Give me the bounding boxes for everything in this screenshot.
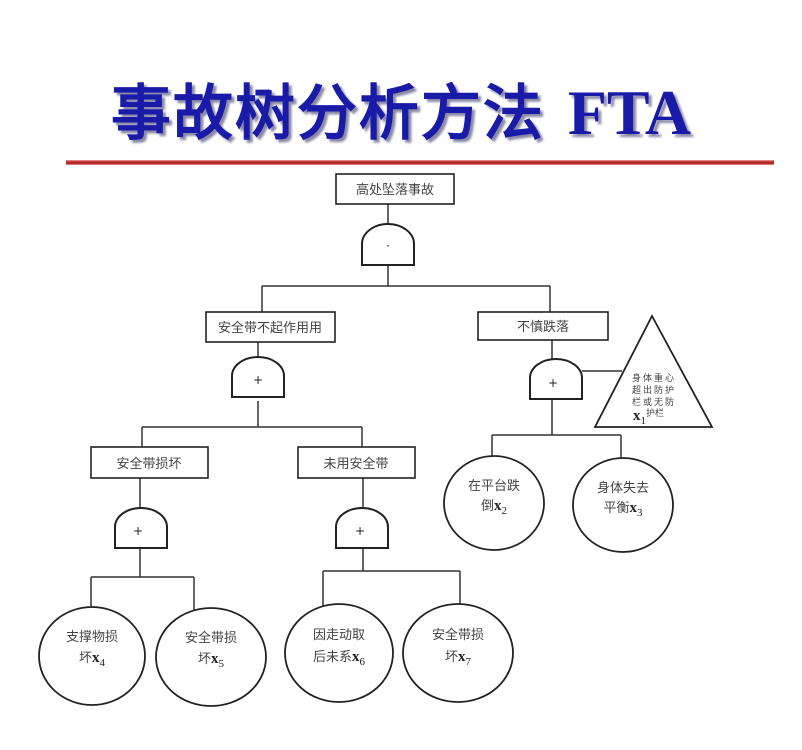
title-divider [66, 160, 774, 165]
gate-symbol: + [133, 524, 143, 538]
gate-symbol: + [548, 376, 558, 390]
page-title: 事故树分析方法 FTA [0, 77, 802, 150]
triangle-line: 身体重心 [632, 372, 676, 384]
basic-event-x7: 安全带损 坏x7 [402, 603, 514, 703]
event-line: 支撑物损 [66, 630, 118, 645]
title-abbr: FTA [567, 77, 692, 148]
or-gate-belt-unused: + [335, 507, 389, 549]
basic-event-x3: 身体失去 平衡x3 [572, 457, 674, 553]
undeveloped-event-triangle: 身体重心 超出防护 栏或无防 x1护栏 [593, 314, 714, 428]
or-gate-right: + [529, 358, 583, 400]
intermediate-event-left: 安全带不起作用用 [205, 311, 336, 343]
top-event: 高处坠落事故 [335, 173, 455, 205]
connectors [90, 204, 622, 610]
gate-symbol: + [253, 373, 263, 387]
intermediate-event-right: 不慎跌落 [477, 311, 609, 341]
event-line: 因走动取 [313, 628, 365, 643]
top-event-label: 高处坠落事故 [356, 182, 434, 198]
basic-event-x6: 因走动取 后未系x6 [284, 603, 394, 703]
intermediate-event-belt-damaged: 安全带损坏 [90, 446, 209, 479]
or-gate-belt-damaged: + [114, 507, 168, 549]
event-label: 未用安全带 [323, 456, 388, 472]
event-line: 在平台跌 [468, 478, 520, 494]
event-line: 安全带损 [432, 627, 484, 643]
event-label: 安全带不起作用用 [218, 320, 322, 336]
basic-event-x4: 支撑物损 坏x4 [38, 606, 146, 706]
event-line: 坏x4 [79, 650, 106, 669]
basic-event-x5: 安全带损 坏x5 [155, 607, 267, 707]
event-label: 不慎跌落 [517, 319, 569, 335]
triangle-line: 栏或无防 [632, 396, 676, 408]
title-chinese: 事故树分析方法 [110, 79, 545, 149]
event-line: 安全带损 [185, 630, 237, 646]
event-line: 倒x2 [481, 498, 507, 517]
event-line: 身体失去 [597, 480, 649, 496]
and-gate-top: · [361, 223, 415, 266]
gate-symbol: + [355, 524, 365, 538]
intermediate-event-belt-unused: 未用安全带 [297, 446, 416, 479]
or-gate-left: + [231, 356, 285, 398]
basic-event-x2: 在平台跌 倒x2 [443, 455, 545, 551]
event-line: 后未系x6 [313, 649, 366, 668]
triangle-line: 超出防护 [632, 384, 676, 396]
event-line: 坏x5 [198, 651, 225, 670]
event-label: 安全带损坏 [116, 456, 181, 472]
event-line: 平衡x3 [603, 500, 643, 519]
gate-symbol: · [386, 239, 390, 253]
event-line: 坏x7 [445, 649, 472, 668]
triangle-var: x1护栏 [633, 407, 664, 427]
